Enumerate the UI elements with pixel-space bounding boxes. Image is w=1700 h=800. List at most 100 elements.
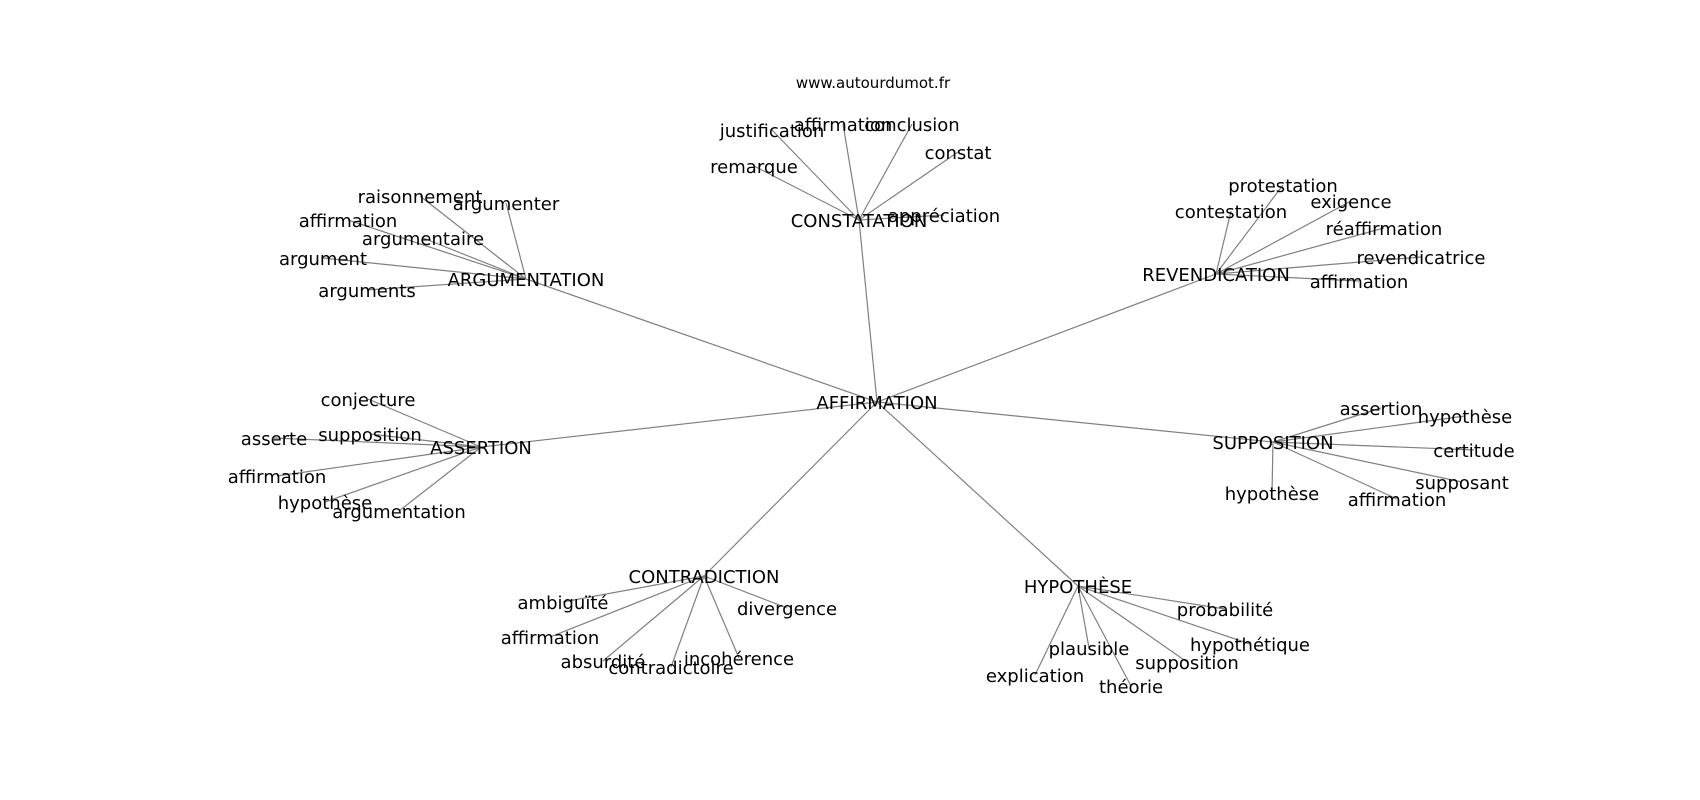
word-supposition-3[interactable]: supposant — [1415, 473, 1509, 494]
edge-constatation-0 — [771, 129, 860, 221]
word-argumentation-4[interactable]: argument — [279, 249, 367, 270]
word-argumentation-0[interactable]: raisonnement — [358, 187, 483, 208]
word-assertion-2[interactable]: asserte — [241, 429, 307, 450]
word-revendication-5[interactable]: affirmation — [1310, 272, 1409, 293]
edge-hypothèse-0 — [1077, 585, 1226, 610]
edge-revendication-0 — [1215, 184, 1284, 275]
edge-assertion-5 — [398, 446, 482, 512]
edge-argumentation-2 — [347, 219, 527, 280]
edge-argumentation-1 — [505, 202, 527, 280]
edge-argumentation-4 — [322, 257, 527, 280]
edge-assertion-3 — [276, 446, 482, 477]
word-contradiction-3[interactable]: absurdité — [561, 652, 646, 673]
word-assertion-0[interactable]: conjecture — [321, 390, 416, 411]
word-constatation-5[interactable]: appréciation — [888, 206, 1000, 227]
node-revendication[interactable]: REVENDICATION — [1142, 265, 1290, 286]
edges — [273, 123, 1475, 687]
edge-revendication-5 — [1215, 273, 1360, 282]
edge-revendication-3 — [1215, 227, 1385, 275]
edge-hypothèse-5 — [1077, 585, 1132, 687]
edge-hypothèse-4 — [1034, 585, 1079, 676]
word-argumentation-5[interactable]: arguments — [318, 281, 415, 302]
edge-constatation-1 — [842, 123, 860, 221]
edge-constatation-4 — [753, 165, 860, 221]
word-hypothèse-4[interactable]: explication — [986, 666, 1084, 687]
word-hypothèse-2[interactable]: hypothétique — [1190, 635, 1310, 656]
word-supposition-0[interactable]: assertion — [1340, 399, 1423, 420]
edge-contradiction-1 — [703, 575, 788, 609]
word-contradiction-4[interactable]: contradictoire — [608, 658, 733, 679]
edge-contradiction-2 — [549, 575, 705, 638]
word-argumentation-3[interactable]: argumentaire — [362, 229, 484, 250]
edge-center-revendication — [876, 273, 1217, 403]
node-argumentation[interactable]: ARGUMENTATION — [448, 270, 605, 291]
edge-supposition-2 — [1272, 441, 1475, 451]
word-constatation-3[interactable]: constat — [925, 143, 992, 164]
word-argumentation-2[interactable]: affirmation — [299, 211, 398, 232]
edge-constatation-2 — [858, 123, 913, 221]
edge-supposition-0 — [1272, 407, 1382, 443]
edge-supposition-3 — [1272, 441, 1463, 483]
edge-constatation-3 — [858, 151, 959, 221]
edge-constatation-5 — [858, 214, 945, 221]
node-assertion[interactable]: ASSERTION — [430, 438, 532, 459]
edge-revendication-1 — [1215, 200, 1352, 275]
word-assertion-4[interactable]: hypothèse — [278, 493, 373, 514]
word-hypothèse-3[interactable]: supposition — [1135, 653, 1239, 674]
edge-revendication-4 — [1215, 256, 1422, 275]
word-constatation-0[interactable]: justification — [719, 121, 825, 142]
word-assertion-1[interactable]: supposition — [318, 425, 422, 446]
labels: www.autourdumot.fr AFFIRMATION CONSTATATI… — [228, 74, 1515, 698]
edge-argumentation-0 — [419, 195, 527, 280]
word-revendication-4[interactable]: revendicatrice — [1357, 248, 1486, 269]
edge-supposition-1 — [1272, 415, 1466, 443]
edge-revendication-2 — [1215, 210, 1232, 275]
edge-hypothèse-3 — [1077, 585, 1188, 663]
word-constatation-4[interactable]: remarque — [710, 157, 798, 178]
edge-assertion-0 — [367, 398, 482, 448]
edge-supposition-4 — [1272, 441, 1398, 500]
word-revendication-3[interactable]: réaffirmation — [1326, 219, 1443, 240]
word-revendication-0[interactable]: protestation — [1228, 176, 1338, 197]
edge-contradiction-4 — [670, 575, 705, 668]
word-contradiction-0[interactable]: ambiguïté — [518, 593, 609, 614]
edge-supposition-5 — [1271, 441, 1274, 494]
node-center[interactable]: AFFIRMATION — [816, 393, 937, 414]
edge-contradiction-0 — [562, 575, 705, 603]
node-hypothèse[interactable]: HYPOTHÈSE — [1024, 576, 1132, 598]
word-hypothèse-0[interactable]: probabilité — [1177, 600, 1273, 621]
word-supposition-4[interactable]: affirmation — [1348, 490, 1447, 511]
word-supposition-2[interactable]: certitude — [1433, 441, 1514, 462]
word-assertion-5[interactable]: argumentation — [332, 502, 466, 523]
word-contradiction-2[interactable]: affirmation — [501, 628, 600, 649]
word-revendication-2[interactable]: contestation — [1175, 202, 1287, 223]
node-constatation[interactable]: CONSTATATION — [791, 211, 928, 232]
edge-contradiction-3 — [602, 575, 705, 662]
site-url[interactable]: www.autourdumot.fr — [796, 74, 951, 92]
edge-assertion-2 — [273, 437, 482, 448]
edge-hypothèse-1 — [1077, 585, 1090, 649]
edge-center-hypothèse — [876, 401, 1079, 587]
word-supposition-1[interactable]: hypothèse — [1418, 407, 1513, 428]
edge-center-argumentation — [525, 278, 878, 403]
edge-argumentation-3 — [422, 237, 527, 280]
edge-center-contradiction — [703, 401, 878, 577]
word-contradiction-5[interactable]: incohérence — [684, 649, 794, 670]
edge-hypothèse-2 — [1077, 585, 1251, 645]
edge-assertion-4 — [324, 446, 482, 503]
node-supposition[interactable]: SUPPOSITION — [1212, 433, 1333, 454]
edge-argumentation-5 — [366, 278, 527, 291]
word-supposition-5[interactable]: hypothèse — [1225, 484, 1320, 505]
edge-assertion-1 — [369, 433, 482, 448]
word-revendication-1[interactable]: exigence — [1310, 192, 1391, 213]
word-assertion-3[interactable]: affirmation — [228, 467, 327, 488]
word-hypothèse-5[interactable]: théorie — [1099, 677, 1163, 698]
word-constatation-1[interactable]: affirmation — [794, 115, 893, 136]
word-argumentation-1[interactable]: argumenter — [453, 194, 560, 215]
node-contradiction[interactable]: CONTRADICTION — [629, 567, 780, 588]
word-contradiction-1[interactable]: divergence — [737, 599, 837, 620]
edge-center-assertion — [480, 401, 878, 448]
word-constatation-2[interactable]: conclusion — [864, 115, 959, 136]
word-hypothèse-1[interactable]: plausible — [1049, 639, 1130, 660]
